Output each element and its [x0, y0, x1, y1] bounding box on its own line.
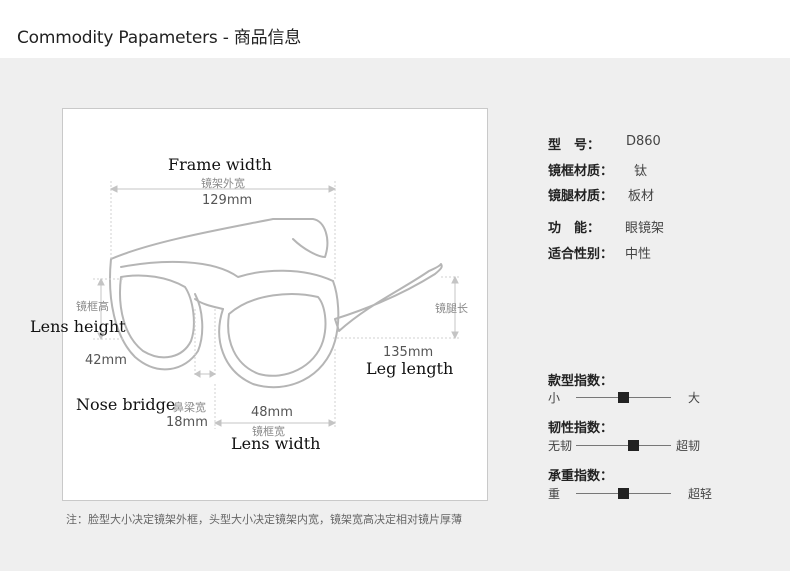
nose-bridge-value: 18mm	[166, 415, 208, 430]
footnote: 注：脸型大小决定镜架外框，头型大小决定镜架内宽，镜架宽高决定相对镜片厚薄	[66, 513, 462, 526]
page-title: Commodity Papameters - 商品信息	[17, 28, 302, 48]
toughness-index-title: 韧性指数：	[548, 421, 614, 436]
lens-height-cn: 镜框高	[76, 300, 109, 313]
spec-value: 中性	[625, 247, 652, 262]
header: Commodity Papameters - 商品信息	[0, 0, 790, 58]
spec-value: 板材	[628, 189, 655, 204]
lens-width-label: Lens width	[231, 434, 321, 453]
slider-high-label: 大	[688, 391, 701, 405]
frame-top-bar	[110, 218, 329, 260]
right-lens-rim	[218, 280, 340, 389]
bridge	[194, 298, 224, 310]
right-lens-inner	[227, 293, 327, 377]
slider-knob	[618, 488, 629, 499]
lens-height-label: Lens height	[30, 317, 126, 336]
left-lens-inner	[119, 274, 195, 359]
toughness-index-slider: 无韧 超韧	[548, 437, 728, 453]
frame-width-label: Frame width	[168, 155, 272, 174]
leg-length-value: 135mm	[383, 345, 434, 360]
front-rim	[120, 260, 334, 282]
spec-value: D860	[626, 134, 661, 149]
lens-width-value: 48mm	[251, 405, 293, 420]
glasses-diagram: Frame width 镜架外宽 129mm 镜框高 42mm 镜腿长 135m…	[62, 108, 488, 501]
spec-key: 型 号：	[548, 138, 601, 153]
slider-knob	[618, 392, 629, 403]
spec-value: 眼镜架	[625, 221, 665, 236]
slider-knob	[627, 440, 639, 451]
style-index-title: 款型指数：	[548, 374, 614, 389]
spec-key: 镜腿材质：	[548, 189, 614, 204]
leg-length-cn: 镜腿长	[435, 302, 468, 315]
leg-length-label: Leg length	[366, 359, 454, 378]
nose-bridge-label: Nose bridge	[76, 395, 176, 414]
spec-key: 适合性别：	[548, 247, 614, 262]
frame-width-cn: 镜架外宽	[201, 177, 245, 190]
slider-high-label: 超韧	[676, 439, 701, 453]
style-index-slider: 小 大	[548, 389, 728, 405]
temple-leg	[334, 263, 443, 332]
weight-index-title: 承重指数：	[548, 469, 614, 484]
slider-high-label: 超轻	[688, 487, 713, 501]
slider-low-label: 小	[548, 391, 561, 405]
slider-track	[576, 445, 671, 446]
left-lens-rim	[109, 258, 204, 371]
spec-key: 镜框材质：	[548, 164, 614, 179]
lens-height-value: 42mm	[85, 353, 127, 368]
nose-bridge-cn: 鼻梁宽	[173, 401, 206, 414]
frame-width-value: 129mm	[202, 193, 253, 208]
spec-key: 功 能：	[548, 221, 601, 236]
slider-low-label: 重	[548, 487, 561, 501]
slider-low-label: 无韧	[548, 439, 573, 453]
weight-index-slider: 重 超轻	[548, 485, 728, 501]
glasses-illustration	[93, 181, 461, 429]
lens-width-cn: 镜框宽	[252, 425, 285, 438]
spec-value: 钛	[634, 164, 648, 179]
